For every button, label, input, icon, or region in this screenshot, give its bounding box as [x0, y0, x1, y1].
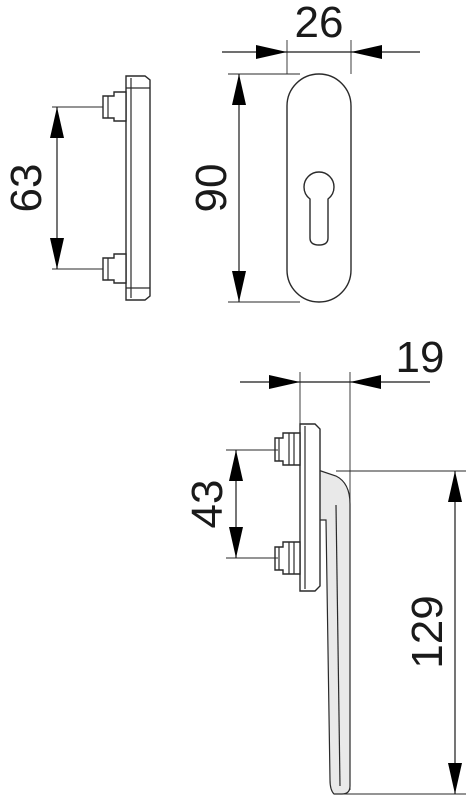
dim-43-label: 43: [183, 480, 232, 529]
dimension-129: 129: [336, 470, 466, 795]
dimension-63: 63: [2, 106, 103, 270]
front-view-rose: [286, 73, 352, 303]
dimension-43: 43: [183, 449, 278, 559]
side-plate: [125, 75, 151, 301]
dim-90-label: 90: [187, 164, 236, 213]
bottom-stud: [102, 253, 127, 284]
handle-side-view: [274, 423, 351, 795]
dim-26-label: 26: [295, 0, 344, 47]
dim-63-label: 63: [2, 164, 51, 213]
handle-plate: [299, 423, 321, 592]
side-view-rose: [102, 75, 151, 301]
dim-129-label: 129: [403, 595, 452, 668]
dim-19-label: 19: [396, 333, 445, 382]
dimension-90: 90: [187, 73, 300, 303]
dimension-26: 26: [222, 0, 420, 74]
lever-arm: [317, 469, 351, 795]
dimension-19: 19: [240, 333, 444, 790]
cylinder-keyhole: [303, 171, 335, 246]
top-stud: [102, 91, 127, 122]
